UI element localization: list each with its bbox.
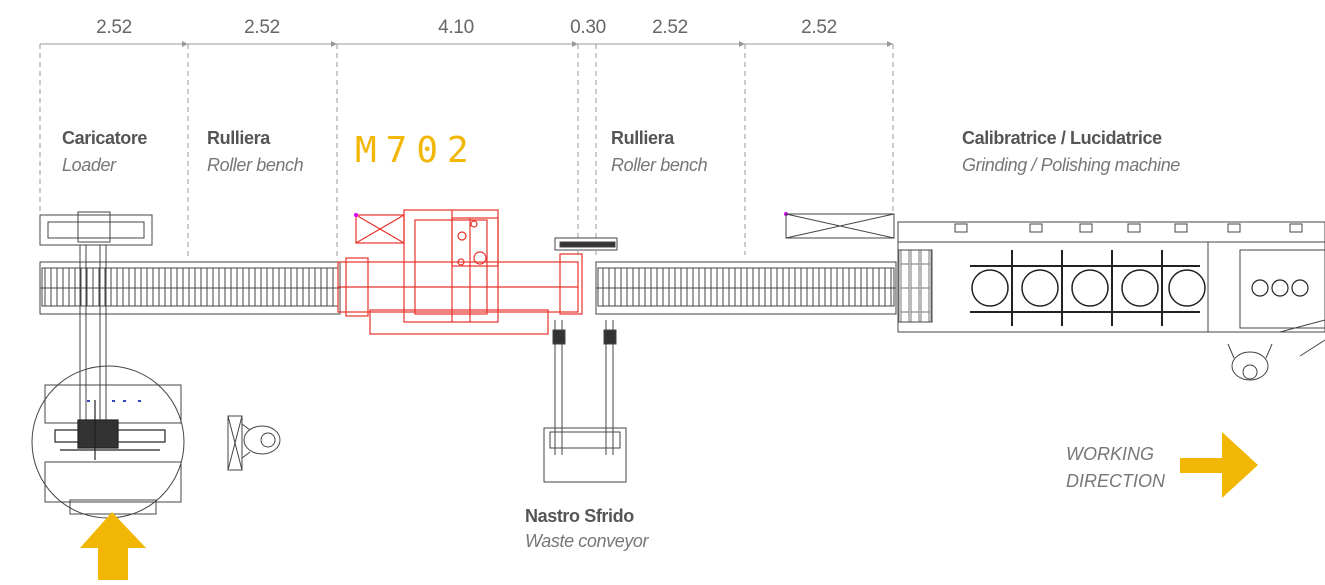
dimension-label-5: 2.52 <box>652 17 688 38</box>
roller-bench-left <box>39 261 341 315</box>
dimension-lines <box>39 41 894 260</box>
up-arrow-icon <box>80 512 146 580</box>
working-direction-line-1: WORKING <box>1066 444 1154 464</box>
waste-conveyor-sublabel: Waste conveyor <box>525 531 649 551</box>
grinder-sublabel: Grinding / Polishing machine <box>962 155 1180 175</box>
m702-machine <box>337 209 583 335</box>
loader-label: Caricatore <box>62 128 148 148</box>
roller-bench-2-sublabel: Roller bench <box>611 155 708 175</box>
marker-dot <box>354 213 358 217</box>
model-name: M702 <box>355 130 478 171</box>
operator-symbol-right <box>1227 343 1273 381</box>
working-direction-line-2: DIRECTION <box>1066 471 1165 491</box>
dimension-label-6: 2.52 <box>801 17 837 38</box>
dimension-label-4: 0.30 <box>570 17 606 38</box>
dimension-label-2: 2.52 <box>244 17 280 38</box>
grinding-polishing-machine <box>785 213 1325 357</box>
waste-conveyor-unit <box>543 237 627 483</box>
roller-bench-2-label: Rulliera <box>611 128 674 148</box>
loader-unit <box>31 211 185 519</box>
grinder-label: Calibratrice / Lucidatrice <box>962 128 1162 148</box>
working-direction-label: WORKING DIRECTION <box>1066 441 1165 495</box>
right-arrow-icon <box>1180 432 1258 498</box>
dimension-label-3: 4.10 <box>438 17 474 38</box>
loader-sublabel: Loader <box>62 155 116 175</box>
operator-symbol-left <box>227 415 281 471</box>
roller-bench-1-sublabel: Roller bench <box>207 155 304 175</box>
waste-conveyor-label: Nastro Sfrido <box>525 506 634 526</box>
dimension-label-1: 2.52 <box>96 17 132 38</box>
roller-bench-1-label: Rulliera <box>207 128 270 148</box>
roller-bench-right <box>595 261 897 315</box>
